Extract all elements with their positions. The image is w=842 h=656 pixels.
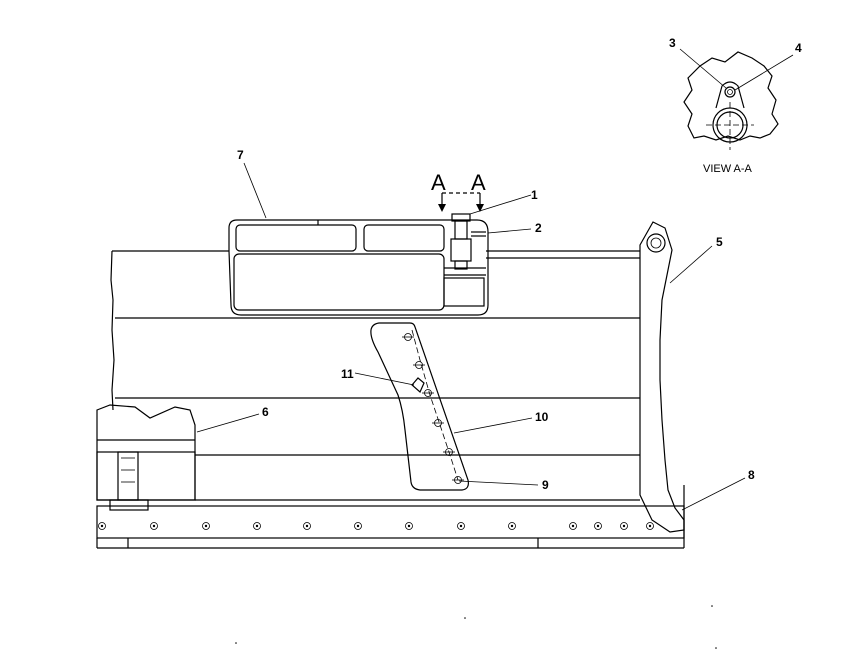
callout-9: 9 — [542, 478, 549, 492]
callout-4: 4 — [795, 41, 802, 55]
end-bit — [639, 221, 685, 533]
callouts: 1 2 3 4 5 6 7 8 9 10 11 — [237, 36, 802, 492]
pin-retainer — [450, 213, 486, 270]
callout-7: 7 — [237, 148, 244, 162]
callout-5: 5 — [716, 235, 723, 249]
callout-11: 11 — [341, 367, 354, 381]
leader-lines — [196, 162, 746, 511]
section-label-left: A — [431, 170, 446, 195]
end-block — [96, 404, 196, 511]
view-label: VIEW A-A — [703, 163, 753, 175]
top-bracket — [228, 219, 489, 316]
plate-bolts — [402, 333, 464, 484]
center-plate — [370, 322, 469, 491]
callout-8: 8 — [748, 468, 755, 482]
callout-3: 3 — [669, 36, 676, 50]
callout-1: 1 — [531, 188, 538, 202]
section-label-right: A — [471, 170, 486, 195]
callout-10: 10 — [535, 410, 549, 424]
view-a-a-detail: VIEW A-A — [679, 48, 794, 175]
scan-specks — [235, 605, 717, 649]
callout-6: 6 — [262, 405, 269, 419]
blade-body — [110, 250, 640, 501]
section-marker: A A — [431, 170, 486, 212]
cutting-edge-bolts — [98, 522, 654, 530]
cutting-edge — [96, 485, 685, 549]
callout-2: 2 — [535, 221, 542, 235]
